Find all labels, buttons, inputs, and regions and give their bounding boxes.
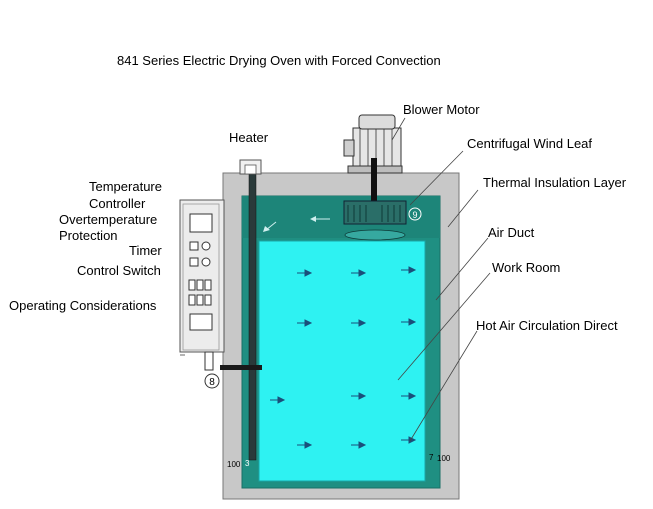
- circle-9-marker: [408, 207, 422, 221]
- timer-dial: [201, 257, 211, 267]
- label-centrifugal-wind-leaf: Centrifugal Wind Leaf: [467, 136, 593, 151]
- left-bottom-marker: 100: [227, 460, 241, 469]
- timer-button: [189, 257, 199, 267]
- heater-cap-inner: [244, 164, 257, 175]
- switch-4: [188, 294, 196, 306]
- switch-1: [188, 279, 196, 291]
- switch-6: [204, 294, 212, 306]
- label-thermal-insulation-layer: Thermal Insulation Layer: [483, 175, 627, 190]
- left-small-marker: 3: [245, 459, 250, 468]
- overtemp-dial-1: [201, 241, 211, 251]
- notice-plate: [189, 313, 213, 331]
- fan-intake: [344, 229, 406, 241]
- heater-element: [248, 169, 257, 461]
- label-hot-air-circulation: Hot Air Circulation Direct: [476, 318, 618, 333]
- circle-8-label: 8: [209, 377, 215, 388]
- label-work-room: Work Room: [492, 260, 561, 275]
- label-blower-motor: Blower Motor: [403, 102, 480, 117]
- label-air-duct: Air Duct: [488, 225, 535, 240]
- label-overtemperature-line2: Protection: [59, 228, 118, 243]
- right-small-marker: 7: [429, 453, 434, 462]
- overtemp-button-1: [189, 241, 199, 251]
- circle-9-label: 9: [412, 210, 417, 220]
- label-heater: Heater: [229, 130, 269, 145]
- centrifugal-fan: [343, 200, 407, 225]
- label-timer: Timer: [129, 243, 162, 258]
- circle-8-marker: [204, 373, 220, 389]
- label-overtemperature-line1: Overtemperature: [59, 212, 158, 227]
- label-temperature-controller-line2: Controller: [89, 196, 146, 211]
- switch-5: [196, 294, 204, 306]
- right-bottom-marker: 100: [437, 454, 451, 463]
- temperature-controller-display: [189, 213, 213, 233]
- leader-lines: [180, 117, 491, 442]
- label-operating-considerations: Operating Considerations: [9, 298, 157, 313]
- panel-connector: [204, 351, 214, 371]
- sensor-bar: [220, 365, 262, 370]
- switch-3: [204, 279, 212, 291]
- work-room: [258, 240, 426, 482]
- diagram-title: 841 Series Electric Drying Oven with For…: [117, 53, 441, 68]
- motor-shaft: [371, 158, 377, 218]
- switch-2: [196, 279, 204, 291]
- top-duct-band: [242, 196, 440, 238]
- label-temperature-controller-line1: Temperature: [89, 179, 162, 194]
- label-control-switch: Control Switch: [77, 263, 161, 278]
- control-panel-outline: [182, 203, 220, 351]
- work-room-arrows: [270, 266, 417, 449]
- blower-motor-side: [343, 139, 355, 157]
- blower-motor-cap: [358, 114, 396, 130]
